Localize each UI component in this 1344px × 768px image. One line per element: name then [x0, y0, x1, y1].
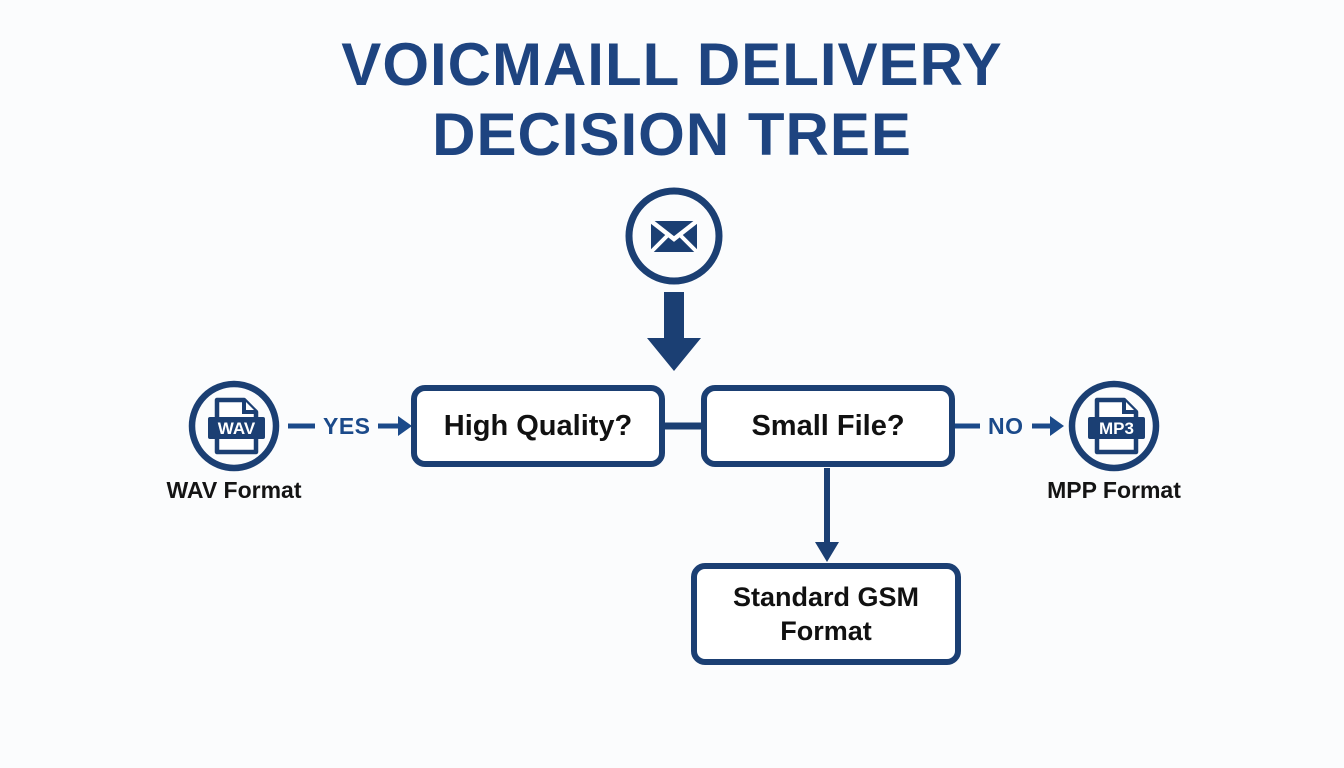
outcome-line-1: Standard GSM — [732, 582, 920, 612]
format-node-wav[interactable]: WAV — [186, 378, 282, 474]
flow-down-arrow — [645, 292, 703, 372]
outcome-node-standard-gsm-label: Standard GSM Format — [733, 580, 919, 648]
mp3-file-icon: MP3 — [1068, 380, 1160, 472]
arrowhead-gsm-icon — [815, 542, 839, 562]
start-node-envelope[interactable] — [623, 185, 725, 287]
page-title: VOICMAILL DELIVERY DECISION TREE — [0, 30, 1344, 170]
title-line-2: DECISION TREE — [432, 101, 912, 168]
mp3-badge-text: MP3 — [1099, 419, 1134, 438]
thick-down-arrow-icon — [647, 292, 701, 371]
arrowhead-no-icon — [1050, 416, 1064, 436]
decision-node-small-file[interactable]: Small File? — [701, 385, 955, 467]
format-label-wav: WAV Format — [166, 477, 302, 503]
decision-node-small-file-label: Small File? — [751, 409, 905, 442]
title-line-1: VOICMAILL DELIVERY — [341, 31, 1003, 98]
edge-label-no: NO — [988, 413, 1024, 439]
wav-badge-text: WAV — [218, 419, 256, 438]
edge-label-yes: YES — [323, 413, 371, 439]
envelope-icon — [625, 187, 723, 285]
arrowhead-yes-icon — [398, 416, 412, 436]
format-node-mp3[interactable]: MP3 — [1066, 378, 1162, 474]
decision-node-high-quality-label: High Quality? — [443, 409, 633, 442]
decision-node-high-quality[interactable]: High Quality? — [411, 385, 665, 467]
wav-file-icon: WAV — [188, 380, 280, 472]
format-label-mp3: MPP Format — [1047, 477, 1181, 503]
outcome-line-2: Format — [780, 616, 872, 646]
outcome-node-standard-gsm[interactable]: Standard GSM Format — [691, 563, 961, 665]
